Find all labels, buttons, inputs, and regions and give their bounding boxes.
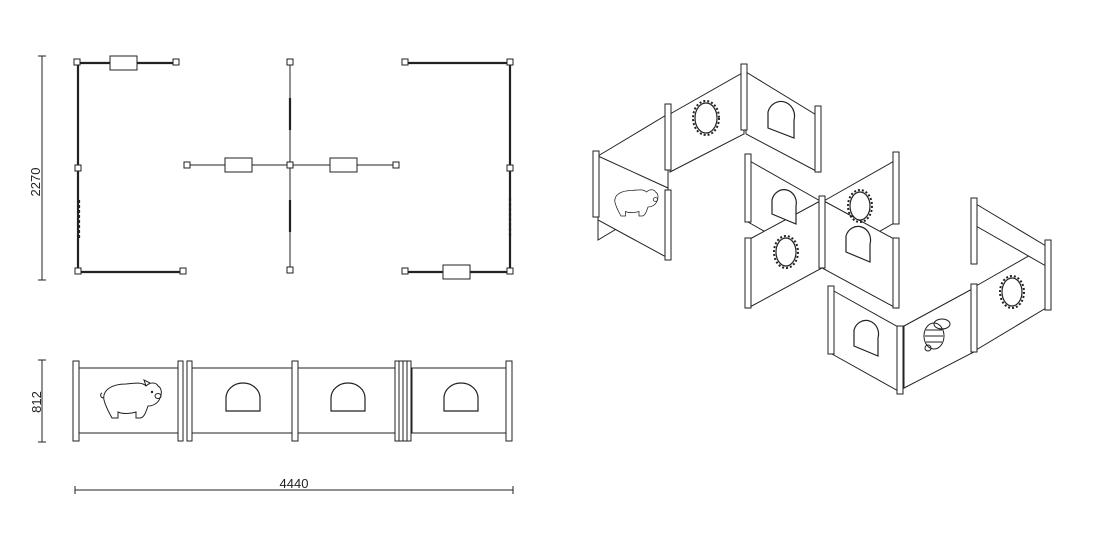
elevation-posts bbox=[72, 360, 513, 442]
porthole-icon bbox=[847, 189, 873, 223]
arch-tunnel-icon bbox=[767, 100, 796, 139]
plan-unit-center bbox=[183, 58, 400, 274]
height-dimension-label: 2270 bbox=[28, 168, 43, 197]
plan-unit-right bbox=[401, 58, 514, 280]
pig-icon bbox=[100, 379, 162, 419]
arch-tunnel-icon bbox=[330, 382, 366, 412]
bee-icon bbox=[923, 318, 951, 352]
iso-unit-a bbox=[592, 63, 822, 261]
porthole-icon bbox=[773, 235, 799, 269]
isometric-view bbox=[592, 63, 1052, 395]
iso-unit-c bbox=[827, 197, 1052, 395]
porthole-icon bbox=[692, 100, 720, 136]
iso-unit-b bbox=[744, 151, 900, 309]
width-dimension: 4440 bbox=[74, 476, 514, 494]
porthole-icon bbox=[999, 275, 1025, 309]
width-dimension-label: 4440 bbox=[280, 476, 309, 491]
elevation-height-label: 812 bbox=[29, 391, 44, 413]
plan-unit-left bbox=[73, 55, 187, 275]
arch-tunnel-icon bbox=[225, 382, 261, 412]
arch-tunnel-icon bbox=[845, 225, 872, 263]
plan-view: 2270 bbox=[28, 55, 514, 281]
arch-tunnel-icon bbox=[853, 319, 880, 357]
elevation-view: 812 bbox=[29, 359, 514, 494]
arch-tunnel-icon bbox=[443, 382, 479, 412]
elevation-height-dimension: 812 bbox=[29, 359, 46, 443]
pig-icon bbox=[614, 189, 659, 217]
arch-tunnel-icon bbox=[771, 189, 797, 225]
height-dimension: 2270 bbox=[28, 55, 46, 281]
